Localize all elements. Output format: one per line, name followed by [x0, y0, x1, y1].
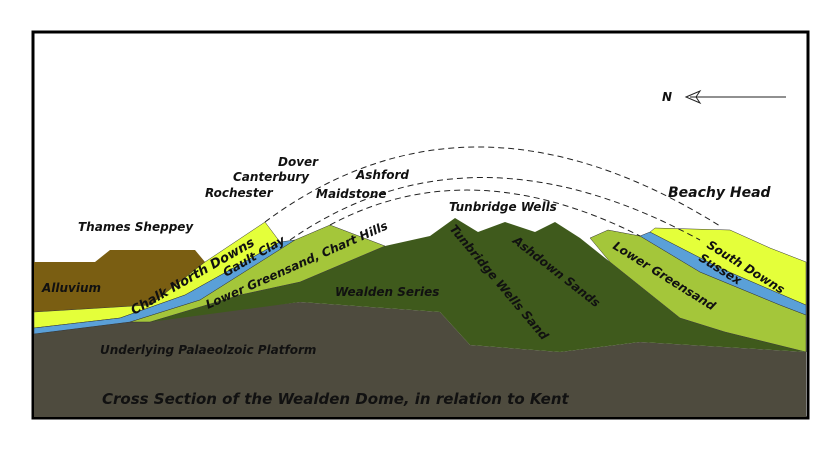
label-dover: Dover [278, 155, 319, 169]
eroded-arc-inner [329, 189, 641, 237]
label-canterbury: Canterbury [233, 170, 310, 184]
diagram-title: Cross Section of the Wealden Dome, in re… [102, 390, 570, 408]
label-palaeozoic-platform: Underlying Palaeolzoic Platform [100, 343, 316, 357]
lower-greensand-north-layer [129, 224, 386, 323]
wealden-series-layer [150, 218, 806, 352]
palaeozoic-platform [34, 302, 806, 417]
chalk-south-downs-layer [649, 227, 807, 306]
label-thames-sheppey: Thames Sheppey [78, 220, 194, 234]
alluvium-layer [34, 250, 205, 312]
label-tunbridge-wells: Tunbridge Wells [449, 200, 557, 214]
label-wealden-series: Wealden Series [335, 285, 439, 299]
label-alluvium: Alluvium [41, 281, 101, 295]
label-rochester: Rochester [205, 186, 274, 200]
eroded-arc-outer [264, 146, 721, 227]
north-label: N [662, 90, 672, 104]
eroded-arc-middle [289, 177, 701, 241]
label-ashford: Ashford [355, 168, 409, 182]
north-arrow-icon [684, 89, 702, 105]
label-maidstone: Maidstone [316, 187, 387, 201]
label-beachy-head: Beachy Head [668, 185, 772, 201]
